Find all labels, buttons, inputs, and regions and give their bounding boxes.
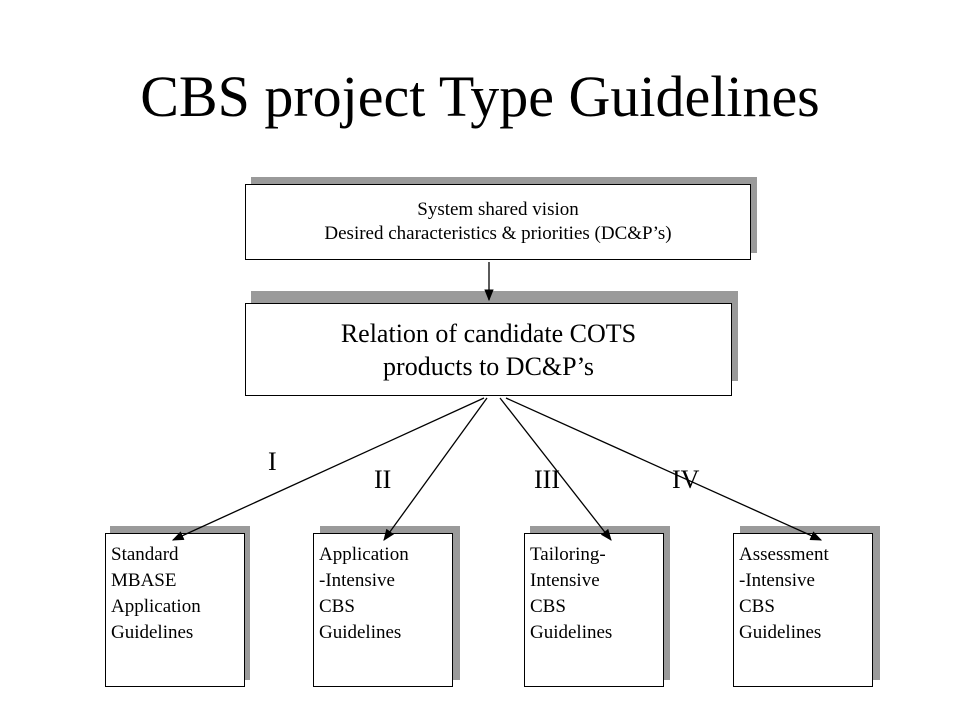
leaf-1-line-3: Application	[111, 596, 201, 617]
leaf-3-line-2: Intensive	[530, 570, 600, 591]
branch-numeral-2: II	[374, 465, 392, 494]
leaf-2-line-2: -Intensive	[319, 570, 395, 591]
leaf-2-line-1: Application	[319, 544, 409, 565]
vision-box: System shared vision Desired characteris…	[245, 184, 751, 260]
arrow-branch-2	[383, 397, 488, 541]
leaf-box-standard-mbase: Standard MBASE Application Guidelines	[105, 533, 245, 687]
leaf-1-line-4: Guidelines	[111, 622, 194, 643]
leaf-2-line-3: CBS	[319, 596, 355, 617]
leaf-3-line-1: Tailoring-	[530, 544, 606, 565]
leaf-box-assessment-intensive: Assessment -Intensive CBS Guidelines	[733, 533, 873, 687]
leaf-4-line-4: Guidelines	[739, 622, 822, 643]
arrow-branch-1	[171, 397, 485, 541]
arrow-branch-4	[505, 397, 823, 541]
leaf-1-line-1: Standard	[111, 544, 179, 565]
leaf-3-line-3: CBS	[530, 596, 566, 617]
leaf-4-line-1: Assessment	[739, 544, 829, 565]
relation-line-2: products to DC&P’s	[383, 351, 594, 381]
leaf-1-line-2: MBASE	[111, 570, 177, 591]
leaf-4-line-3: CBS	[739, 596, 775, 617]
leaf-box-application-intensive: Application -Intensive CBS Guidelines	[313, 533, 453, 687]
leaf-3-line-4: Guidelines	[530, 622, 613, 643]
relation-box: Relation of candidate COTS products to D…	[245, 303, 732, 396]
arrow-branch-3	[499, 397, 612, 541]
page-title: CBS project Type Guidelines	[140, 64, 820, 129]
leaf-4-line-2: -Intensive	[739, 570, 815, 591]
vision-line-1: System shared vision	[417, 199, 579, 220]
branch-numeral-1: I	[268, 447, 277, 476]
leaf-box-tailoring-intensive: Tailoring- Intensive CBS Guidelines	[524, 533, 664, 687]
relation-line-1: Relation of candidate COTS	[340, 318, 637, 348]
leaf-2-line-4: Guidelines	[319, 622, 402, 643]
vision-line-2: Desired characteristics & priorities (DC…	[324, 223, 672, 244]
